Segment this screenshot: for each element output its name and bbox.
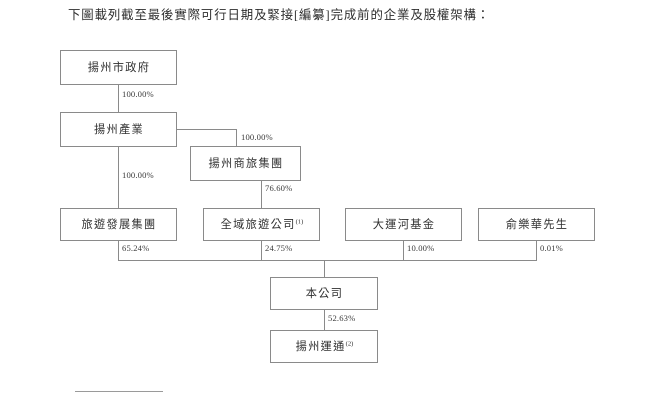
connector-quanyu-drop [261,240,262,261]
node-yangzhou-yuntong[interactable]: 揚州運通(2) [270,330,378,363]
percent-industry-to-tourism: 100.00% [122,170,154,180]
node-label-grand-canal-fund: 大運河基金 [372,218,436,231]
connector-company-to-yuntong [324,310,325,330]
node-yangzhou-municipal-government[interactable]: 揚州市政府 [60,50,177,85]
node-label-mr-yu-lehua: 俞樂華先生 [505,218,569,231]
percent-tourism-to-company: 65.24% [122,243,150,253]
node-label-yangzhou-industry: 揚州產業 [94,123,144,136]
connector-shareholder-bus [118,260,537,261]
node-our-company[interactable]: 本公司 [270,277,378,310]
node-footnote-marker-quanyu-tourism-company: (1) [295,217,304,225]
percent-government-to-industry: 100.00% [122,89,154,99]
node-grand-canal-fund[interactable]: 大運河基金 [345,208,462,241]
connector-fund-drop [403,240,404,261]
node-label-yangzhou-commerce-travel-group: 揚州商旅集團 [208,157,284,170]
percent-company-to-yuntong: 52.63% [328,313,356,323]
connector-government-to-industry [118,84,119,112]
node-yangzhou-industry[interactable]: 揚州產業 [60,112,177,147]
node-mr-yu-lehua[interactable]: 俞樂華先生 [478,208,595,241]
connector-tourism-drop [118,240,119,261]
node-label-yangzhou-yuntong-text: 揚州運通 [295,340,346,353]
node-footnote-marker-yangzhou-yuntong: (2) [345,339,354,347]
node-yangzhou-commerce-travel-group[interactable]: 揚州商旅集團 [190,146,301,181]
connector-industry-to-commerce-vertical [236,129,237,146]
percent-commerce-to-quanyu: 76.60% [265,183,293,193]
node-label-tourism-development-group: 旅遊發展集團 [81,218,157,231]
connector-industry-to-commerce-horizontal [176,129,236,130]
node-label-quanyu-tourism-company-text: 全域旅遊公司 [220,218,296,231]
node-label-our-company: 本公司 [305,287,344,300]
connector-bus-to-company [324,260,325,277]
percent-fund-to-company: 10.00% [407,243,435,253]
node-label-yangzhou-municipal-government: 揚州市政府 [87,61,151,74]
node-label-quanyu-tourism-company: 全域旅遊公司(1) [220,218,304,232]
percent-industry-to-commerce: 100.00% [241,132,273,142]
percent-quanyu-to-company: 24.75% [265,243,293,253]
node-tourism-development-group[interactable]: 旅遊發展集團 [60,208,177,241]
connector-industry-to-tourism [118,146,119,208]
connector-commerce-to-quanyu [261,180,262,208]
node-label-yangzhou-yuntong: 揚州運通(2) [295,340,354,354]
footnote-separator-rule [75,391,163,392]
percent-yu-to-company: 0.01% [540,243,563,253]
connector-yu-drop [536,240,537,261]
intro-paragraph: 下圖載列截至最後實際可行日期及緊接[編纂]完成前的企業及股權架構： [68,8,491,22]
node-quanyu-tourism-company[interactable]: 全域旅遊公司(1) [203,208,320,241]
